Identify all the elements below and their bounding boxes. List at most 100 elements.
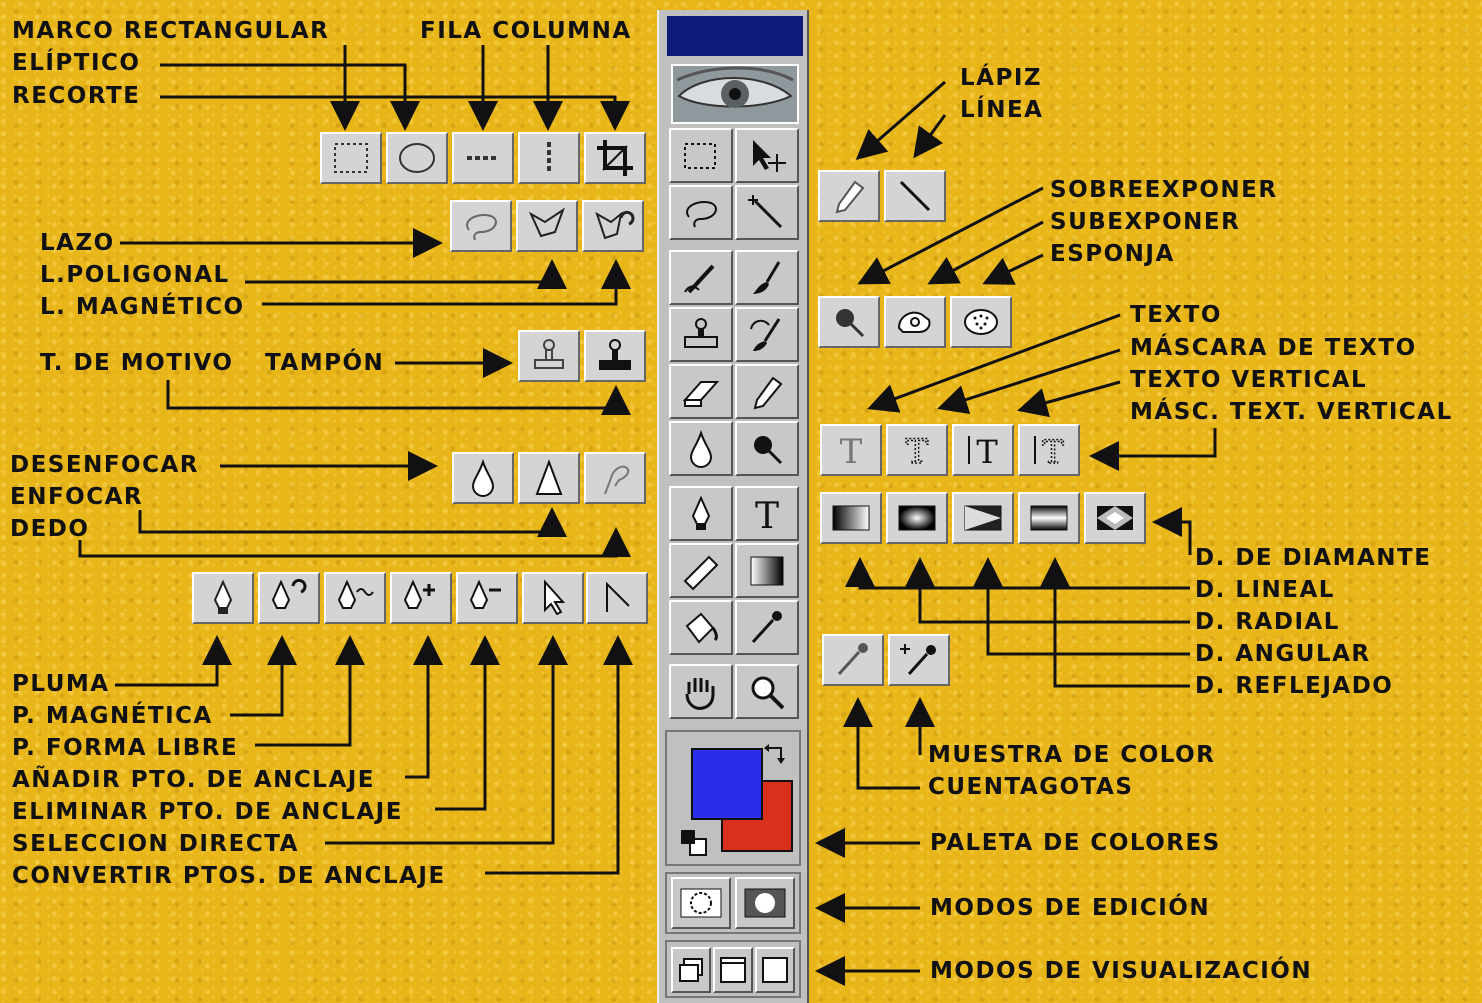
svg-text:T: T <box>976 433 998 470</box>
marquee-tool[interactable] <box>669 128 733 183</box>
blur-main-tool[interactable] <box>669 421 733 476</box>
rectangular-marquee-tool[interactable] <box>320 132 382 184</box>
freeform-pen-tool[interactable] <box>324 572 386 624</box>
measure-tool[interactable] <box>669 543 733 598</box>
single-column-marquee-tool[interactable] <box>518 132 580 184</box>
full-screen-mode-button[interactable] <box>755 947 795 993</box>
blur-tool[interactable] <box>452 452 514 504</box>
toolbox-title-bar[interactable] <box>667 16 803 56</box>
finger-icon <box>593 458 637 498</box>
label-eliminar-pto: ELIMINAR PTO. DE ANCLAJE <box>12 801 403 824</box>
smudge-tool[interactable] <box>584 452 646 504</box>
magic-wand-icon <box>745 193 789 233</box>
sharpen-tool[interactable] <box>518 452 580 504</box>
lasso-main-tool[interactable] <box>669 185 733 240</box>
type-icon: T <box>745 494 789 534</box>
label-p-forma-libre: P. FORMA LIBRE <box>12 737 238 760</box>
direct-selection-tool[interactable] <box>522 572 584 624</box>
default-colors-icon[interactable] <box>681 830 705 854</box>
label-muestra-color: MUESTRA DE COLOR <box>928 744 1215 767</box>
move-tool[interactable] <box>735 128 799 183</box>
label-eliptico: ELÍPTICO <box>12 52 140 75</box>
eyedropper-tool[interactable] <box>822 634 884 686</box>
quick-mask-mode-button[interactable] <box>735 877 795 929</box>
label-lazo: LAZO <box>40 232 115 255</box>
lasso-icon <box>459 206 503 246</box>
pencil-tool[interactable] <box>818 170 880 222</box>
full-screen-menubar-button[interactable] <box>713 947 753 993</box>
foreground-color-swatch[interactable] <box>691 748 763 820</box>
radial-gradient-icon <box>895 498 939 538</box>
pattern-stamp-tool[interactable] <box>518 330 580 382</box>
lasso-tool[interactable] <box>450 200 512 252</box>
elliptical-marquee-tool[interactable] <box>386 132 448 184</box>
magic-wand-tool[interactable] <box>735 185 799 240</box>
type-main-tool[interactable]: T <box>735 486 799 541</box>
window-full-icon <box>760 955 790 985</box>
radial-gradient-tool[interactable] <box>886 492 948 544</box>
label-texto: TEXTO <box>1130 304 1222 327</box>
dodge-tool[interactable] <box>818 296 880 348</box>
pencil-main-tool[interactable] <box>735 364 799 419</box>
label-dedo: DEDO <box>10 518 89 541</box>
magnetic-lasso-tool[interactable] <box>582 200 644 252</box>
label-subexponer: SUBEXPONER <box>1050 211 1240 234</box>
label-linea: LÍNEA <box>960 99 1043 122</box>
dashed-rect-icon <box>329 138 373 178</box>
clone-stamp-tool[interactable] <box>584 330 646 382</box>
eye-logo[interactable] <box>671 64 799 124</box>
svg-text:T: T <box>840 432 863 470</box>
label-lapiz: LÁPIZ <box>960 67 1042 90</box>
standard-mode-button[interactable] <box>671 877 731 929</box>
linear-gradient-tool[interactable] <box>820 492 882 544</box>
single-row-marquee-tool[interactable] <box>452 132 514 184</box>
pen-tool[interactable] <box>192 572 254 624</box>
burn-tool[interactable] <box>884 296 946 348</box>
reflected-gradient-icon <box>1027 498 1071 538</box>
hand-tool[interactable] <box>669 664 733 719</box>
crop-tool[interactable] <box>584 132 646 184</box>
pen-main-tool[interactable] <box>669 486 733 541</box>
airbrush-tool[interactable] <box>669 250 733 305</box>
svg-text:T: T <box>1042 433 1064 470</box>
dodge-main-tool[interactable] <box>735 421 799 476</box>
standard-mode-icon <box>679 883 723 923</box>
gradient-main-tool[interactable] <box>735 543 799 598</box>
magnetic-pen-tool[interactable] <box>258 572 320 624</box>
swap-colors-icon[interactable] <box>763 740 789 766</box>
label-l-magnetico: L. MAGNÉTICO <box>40 296 245 319</box>
vertical-type-mask-tool[interactable]: T <box>1018 424 1080 476</box>
label-desenfocar: DESENFOCAR <box>10 454 199 477</box>
convert-anchor-point-tool[interactable] <box>586 572 648 624</box>
type-mask-tool[interactable]: T <box>886 424 948 476</box>
dashed-rect-icon <box>679 136 723 176</box>
delete-anchor-point-tool[interactable] <box>456 572 518 624</box>
eyedropper-main-tool[interactable] <box>735 600 799 655</box>
color-sampler-tool[interactable] <box>888 634 950 686</box>
label-convertir-ptos: CONVERTIR PTOS. DE ANCLAJE <box>12 865 446 888</box>
line-icon <box>893 176 937 216</box>
vertical-type-tool[interactable]: T <box>952 424 1014 476</box>
label-enfocar: ENFOCAR <box>10 486 143 509</box>
drop-icon <box>679 429 723 469</box>
delete-anchor-icon <box>465 578 509 618</box>
history-brush-tool[interactable] <box>735 307 799 362</box>
sponge-tool[interactable] <box>950 296 1012 348</box>
convert-point-icon <box>595 578 639 618</box>
type-mask-icon: T <box>895 430 939 470</box>
paintbrush-tool[interactable] <box>735 250 799 305</box>
zoom-tool[interactable] <box>735 664 799 719</box>
add-anchor-point-tool[interactable] <box>390 572 452 624</box>
reflected-gradient-tool[interactable] <box>1018 492 1080 544</box>
angle-gradient-tool[interactable] <box>952 492 1014 544</box>
line-tool[interactable] <box>884 170 946 222</box>
burn-hand-icon <box>893 302 937 342</box>
diamond-gradient-tool[interactable] <box>1084 492 1146 544</box>
rubber-stamp-tool[interactable] <box>669 307 733 362</box>
polygonal-lasso-tool[interactable] <box>516 200 578 252</box>
eraser-tool[interactable] <box>669 364 733 419</box>
freeform-pen-icon <box>333 578 377 618</box>
type-tool[interactable]: T <box>820 424 882 476</box>
standard-screen-mode-button[interactable] <box>671 947 711 993</box>
paint-bucket-tool[interactable] <box>669 600 733 655</box>
